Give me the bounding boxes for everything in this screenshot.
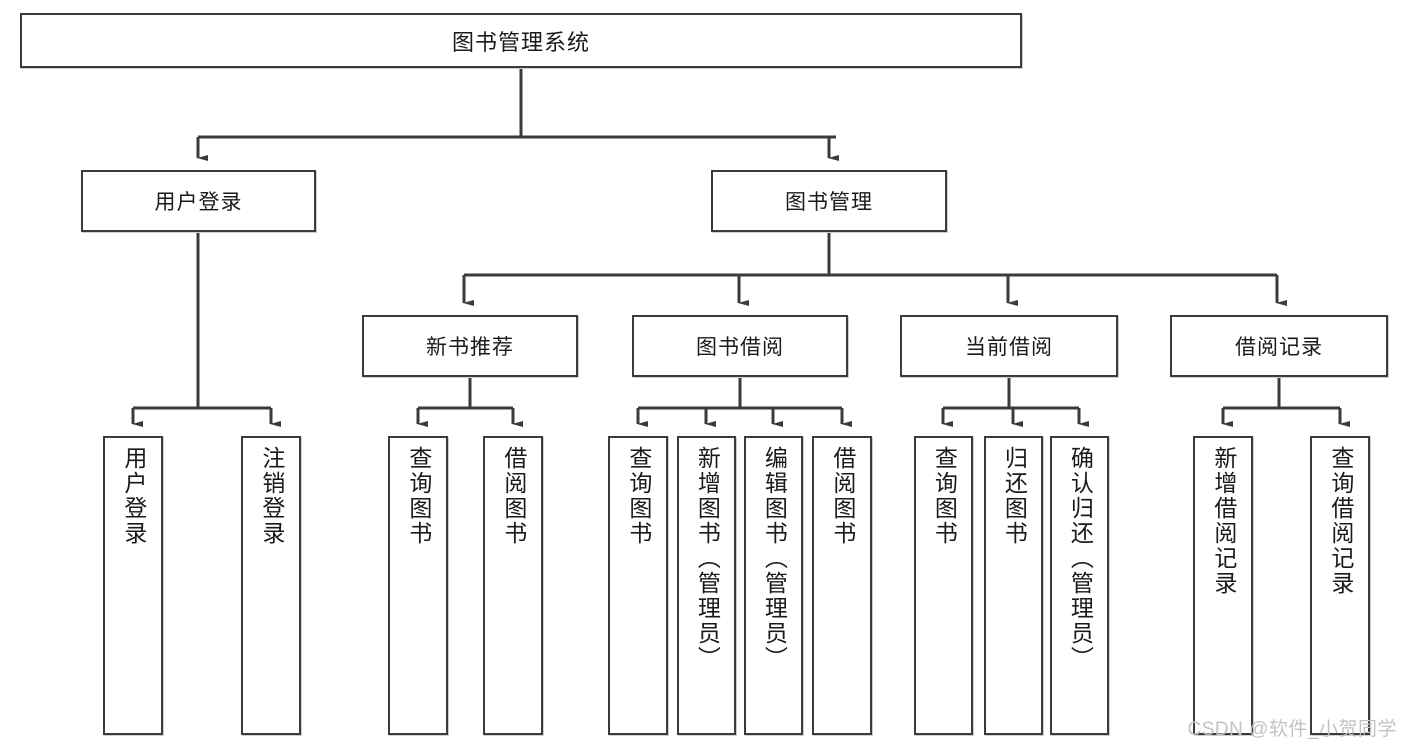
node-leaf-return-book-label: 归还图书 [1001, 446, 1028, 546]
node-user-login-label: 用户登录 [154, 191, 243, 214]
node-leaf-borrow-book-label: 借阅图书 [829, 446, 856, 546]
node-root-title-label: 图书管理系统 [451, 29, 590, 55]
node-borrow-record-label: 借阅记录 [1235, 336, 1323, 359]
node-leaf-add-record[interactable]: 新增借阅记录 [1193, 436, 1253, 735]
node-leaf-query-book-new[interactable]: 查询图书 [388, 436, 448, 735]
node-leaf-borrow-book[interactable]: 借阅图书 [812, 436, 872, 735]
node-leaf-logout-login[interactable]: 注销登录 [241, 436, 301, 735]
node-leaf-edit-book-label: 编辑图书（管理员） [761, 446, 788, 671]
node-leaf-confirm-return-label: 确认归还（管理员） [1067, 446, 1094, 671]
node-current-borrow-label: 当前借阅 [965, 336, 1053, 359]
node-new-book-rec[interactable]: 新书推荐 [362, 315, 578, 377]
node-book-manage-label: 图书管理 [785, 191, 873, 214]
node-leaf-confirm-return[interactable]: 确认归还（管理员） [1050, 436, 1109, 735]
node-current-borrow[interactable]: 当前借阅 [900, 315, 1118, 377]
node-leaf-user-login[interactable]: 用户登录 [103, 436, 163, 735]
node-leaf-query-book-borrow[interactable]: 查询图书 [608, 436, 668, 735]
node-leaf-borrow-book-new-label: 借阅图书 [500, 446, 527, 546]
node-leaf-add-book[interactable]: 新增图书（管理员） [677, 436, 736, 735]
node-root-title[interactable]: 图书管理系统 [20, 13, 1022, 68]
node-leaf-add-record-label: 新增借阅记录 [1210, 446, 1237, 596]
node-leaf-query-book-borrow-label: 查询图书 [625, 446, 652, 546]
node-leaf-query-book-current-label: 查询图书 [931, 446, 958, 546]
node-borrow-record[interactable]: 借阅记录 [1170, 315, 1388, 377]
watermark-label: CSDN @软件_小贺同学 [1187, 719, 1397, 740]
node-leaf-borrow-book-new[interactable]: 借阅图书 [483, 436, 543, 735]
node-leaf-add-book-label: 新增图书（管理员） [694, 446, 721, 671]
node-book-borrow-label: 图书借阅 [696, 336, 784, 359]
node-book-borrow[interactable]: 图书借阅 [632, 315, 848, 377]
node-new-book-rec-label: 新书推荐 [426, 336, 514, 359]
node-leaf-query-record[interactable]: 查询借阅记录 [1310, 436, 1370, 735]
node-user-login[interactable]: 用户登录 [81, 170, 316, 232]
node-leaf-query-book-current[interactable]: 查询图书 [914, 436, 973, 735]
node-leaf-logout-login-label: 注销登录 [258, 446, 285, 546]
node-leaf-query-book-new-label: 查询图书 [405, 446, 432, 546]
node-leaf-query-record-label: 查询借阅记录 [1327, 446, 1354, 596]
node-leaf-return-book[interactable]: 归还图书 [984, 436, 1043, 735]
node-leaf-user-login-label: 用户登录 [120, 446, 147, 546]
node-book-manage[interactable]: 图书管理 [711, 170, 947, 232]
node-leaf-edit-book[interactable]: 编辑图书（管理员） [744, 436, 803, 735]
